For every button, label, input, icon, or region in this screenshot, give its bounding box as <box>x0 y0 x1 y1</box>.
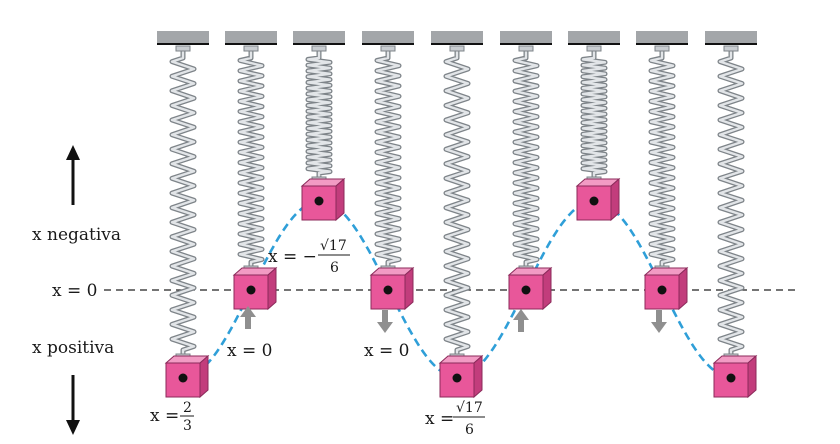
x-zero-down-label: x = 0 <box>364 341 409 361</box>
start-position-label: x = 2 3 <box>150 400 194 434</box>
down-motion-arrow-1 <box>377 310 393 333</box>
spring <box>717 45 745 361</box>
svg-text:√17: √17 <box>320 238 347 254</box>
ceiling-support <box>705 31 757 44</box>
mass-block <box>300 177 346 222</box>
up-motion-arrow-1 <box>240 306 256 329</box>
svg-text:2: 2 <box>183 400 192 416</box>
masses <box>164 177 758 399</box>
spring <box>169 45 197 361</box>
up-motion-arrow-2 <box>513 309 529 332</box>
x-zero-axis-label: x = 0 <box>52 281 97 301</box>
ceiling-support <box>500 31 552 44</box>
spring <box>374 45 402 273</box>
ceiling-support <box>636 31 688 44</box>
spring <box>580 45 608 184</box>
down-motion-arrow-2 <box>651 310 667 333</box>
ceiling-supports <box>157 31 757 45</box>
top-position-label: x = − √17 6 <box>268 238 350 276</box>
mass-block <box>438 354 484 399</box>
ceiling-support <box>293 31 345 44</box>
svg-text:x =: x = <box>425 409 454 429</box>
svg-text:6: 6 <box>330 260 339 276</box>
mass-block <box>164 354 210 399</box>
ceiling-support <box>568 31 620 44</box>
svg-text:x = −: x = − <box>268 247 317 267</box>
svg-text:x =: x = <box>150 406 179 426</box>
mass-block <box>507 266 553 311</box>
up-arrow-icon <box>66 145 80 205</box>
spring <box>512 45 540 273</box>
svg-text:3: 3 <box>183 418 192 434</box>
mass-block <box>712 354 758 399</box>
ceiling-support <box>157 31 209 44</box>
ceiling-support <box>431 31 483 44</box>
spring <box>305 45 333 184</box>
spring <box>648 45 676 273</box>
mass-block <box>575 177 621 222</box>
ceiling-support <box>225 31 277 44</box>
ceiling-support <box>362 31 414 44</box>
spring <box>443 45 471 361</box>
bottom-position-label: x = √17 6 <box>425 400 485 438</box>
mass-block <box>643 266 689 311</box>
svg-text:√17: √17 <box>456 400 483 416</box>
mass-block <box>232 266 278 311</box>
x-positive-label: x positiva <box>32 338 114 358</box>
down-arrow-icon <box>66 375 80 435</box>
mass-block <box>369 266 415 311</box>
svg-text:6: 6 <box>465 422 474 438</box>
x-zero-up-label: x = 0 <box>227 341 272 361</box>
x-negative-label: x negativa <box>32 225 121 245</box>
spring <box>237 45 265 273</box>
